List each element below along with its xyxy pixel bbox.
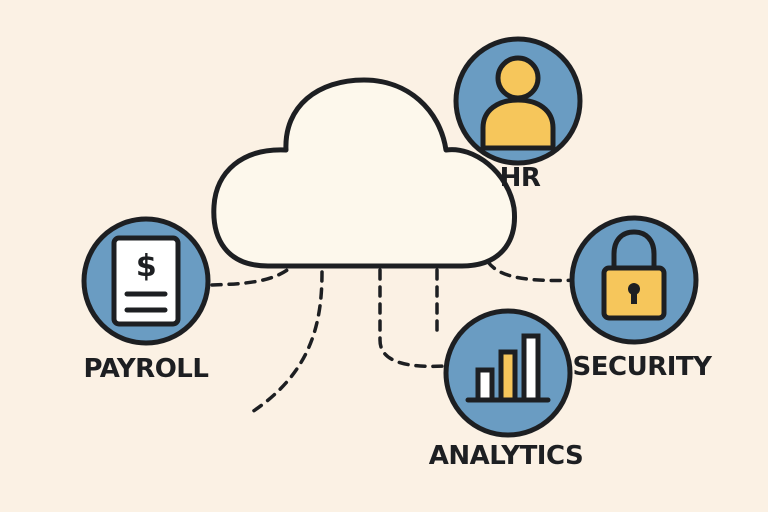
connector-payroll [210,266,292,287]
label-analytics: ANALYTICS [429,441,584,471]
node-analytics [443,308,573,438]
label-payroll: PAYROLL [84,354,209,384]
bar-chart-icon [465,333,551,403]
label-security: SECURITY [573,352,714,382]
connectors [210,260,580,414]
node-security [569,215,699,345]
node-payroll: $ [81,216,211,346]
node-hr [453,36,583,166]
connector-loose-end [250,270,324,414]
cloud-icon [211,77,517,269]
pay-slip-icon: $ [111,235,181,327]
label-hr: HR [500,163,541,193]
person-icon [480,55,556,151]
dollar-sign: $ [136,249,156,284]
connector-security [486,260,580,283]
connector-analytics-outer [378,268,448,369]
padlock-icon [601,229,667,321]
